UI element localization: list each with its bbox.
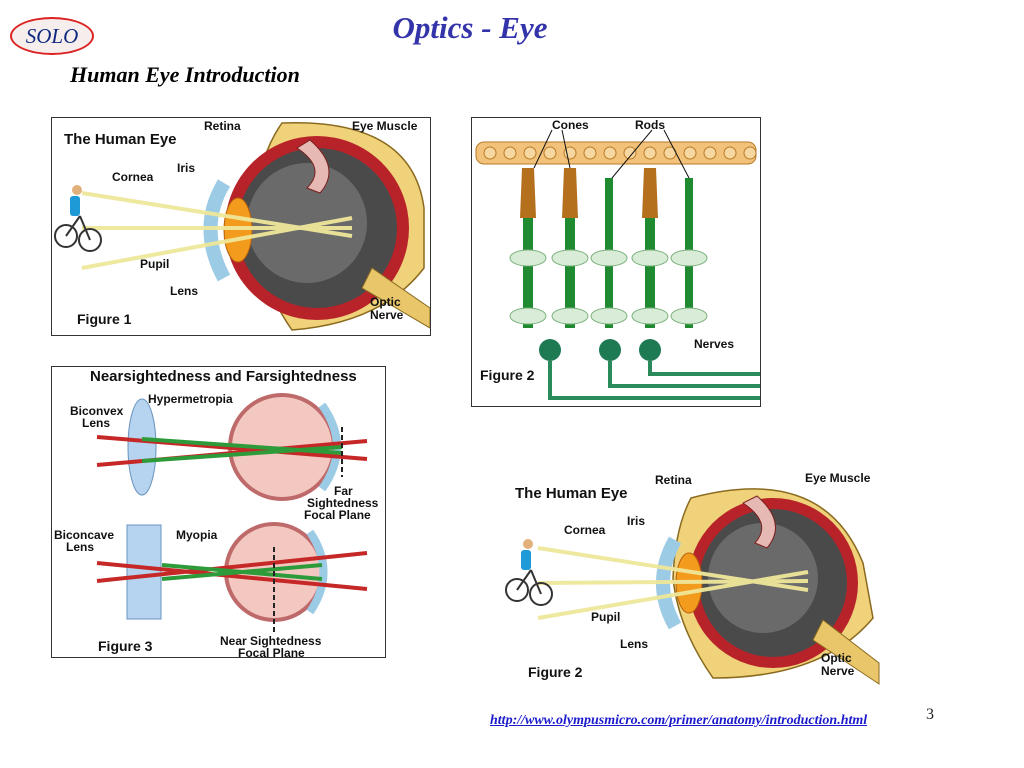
figure-2-cells-caption: Figure 2 [480,367,535,383]
label-retina: Retina [204,119,241,133]
label-lens-2: Lens [620,637,648,651]
label-myopia: Myopia [176,528,218,542]
page-title: Optics - Eye [392,10,548,45]
label-biconvex-lens: Lens [82,416,110,430]
label-near-focal-plane: Focal Plane [238,646,305,657]
label-optic-2: Optic [821,651,852,665]
label-hypermetropia: Hypermetropia [148,392,233,406]
label-rods: Rods [635,118,665,132]
label-eye-muscle-2: Eye Muscle [805,471,871,485]
figure-1-human-eye: The Human Eye Retina Eye Muscle Iris Cor… [51,117,431,336]
label-nerves: Nerves [694,337,734,351]
cyclist-icon [505,539,553,606]
figure-3-title: Nearsightedness and Farsightedness [90,368,357,385]
label-far-sightedness: Sightedness [307,496,379,510]
label-eye-muscle: Eye Muscle [352,119,418,133]
figure-2-cones-rods: Cones Rods Nerves Figure 2 [471,117,761,407]
figure-3-sightedness: Nearsightedness and Farsightedness Bicon… [51,366,386,658]
figure-1-title: The Human Eye [64,131,177,148]
label-near-sightedness: Near Sightedness [220,634,322,648]
label-lens: Lens [170,284,198,298]
label-cornea-2: Cornea [564,523,606,537]
label-biconvex: Biconvex [70,404,124,418]
label-nerve-2: Nerve [821,664,855,678]
label-cornea: Cornea [112,170,154,184]
label-far: Far [334,484,353,498]
figure-2-human-eye: The Human Eye Retina Eye Muscle Iris Cor… [503,468,881,686]
figure-3-caption: Figure 3 [98,638,153,654]
label-biconcave-lens: Lens [66,540,94,554]
label-nerve: Nerve [370,308,404,322]
figure-2-eye-caption: Figure 2 [528,664,583,680]
label-iris-2: Iris [627,514,645,528]
label-retina-2: Retina [655,473,692,487]
figure-1-caption: Figure 1 [77,311,132,327]
label-pupil-2: Pupil [591,610,620,624]
label-optic: Optic [370,295,401,309]
cyclist-icon [54,185,102,252]
figure-2-eye-title: The Human Eye [515,485,628,502]
label-far-focal-plane: Focal Plane [304,508,371,522]
page-number: 3 [926,706,934,723]
page-subtitle: Human Eye Introduction [70,62,300,87]
photoreceptor-cells [509,168,760,400]
label-iris: Iris [177,161,195,175]
solo-logo: SOLO [10,17,94,55]
label-pupil: Pupil [140,257,169,271]
source-link[interactable]: http://www.olympusmicro.com/primer/anato… [490,713,868,728]
label-cones: Cones [552,118,589,132]
label-biconcave: Biconcave [54,528,114,542]
